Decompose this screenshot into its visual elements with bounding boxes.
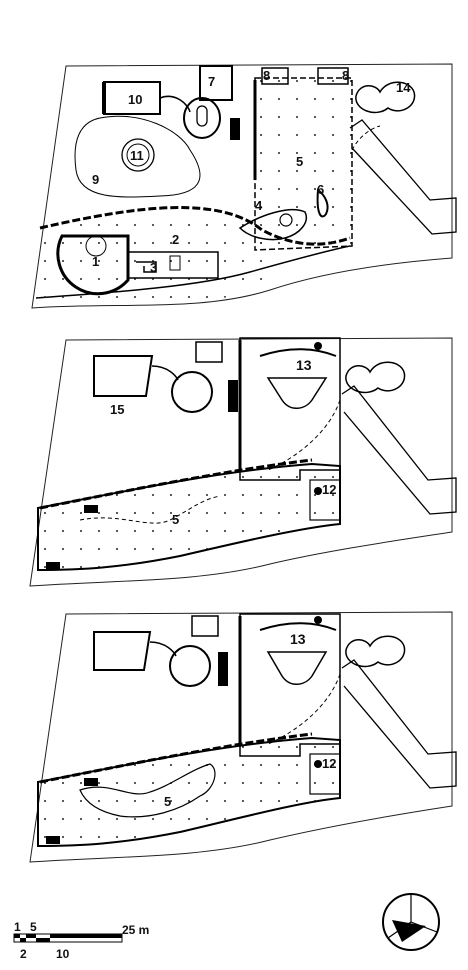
room-label: 14 [396,80,411,95]
plan1-room-4 [238,208,307,241]
room-label: 5 [296,154,303,169]
room-label: 5 [172,512,179,527]
scale-bar: 1 5 2 10 25 m [13,920,149,961]
room-label: 7 [208,74,215,89]
room-label: 4 [255,198,263,213]
plan1-room-1 [56,234,130,296]
plan-3: 5 12 13 [29,611,457,863]
room-label: 5 [164,794,171,809]
room-label: 8 [342,68,349,83]
room-label: 13 [296,357,312,373]
north-arrow-icon [382,893,440,951]
plan3-room-13 [266,651,328,685]
room-label: 8 [263,68,270,83]
room-label: 9 [92,172,99,187]
room-label: 2 [172,232,179,247]
plan1-garden-9 [74,115,201,198]
room-label: 3 [150,260,157,275]
room-label: 12 [322,482,336,497]
plan1-room-14 [355,81,416,114]
site-outline [29,337,453,587]
plan-2: 5 12 13 15 [29,337,457,587]
site-outline [29,611,453,863]
plan3-gallery-5 [37,736,341,848]
room-label: 15 [110,402,124,417]
plan2-gallery-5 [37,462,341,572]
plan1-east-hall [254,77,353,251]
scale-tick: 5 [30,920,37,934]
plan-1: 1 2 3 4 5 6 7 8 8 9 10 11 14 [31,63,457,309]
plan2-room-13 [266,377,328,409]
scale-tick: 1 [14,920,21,934]
room-label: 13 [290,631,306,647]
site-outline [31,63,453,309]
scale-tick: 2 [20,947,27,961]
room-label: 6 [317,182,324,197]
room-label: 12 [322,756,336,771]
room-label: 1 [92,254,99,269]
room-label: 11 [130,148,144,163]
scale-tick: 10 [56,947,70,961]
room-label: 10 [128,92,142,107]
plan2-room-15 [93,355,154,397]
scale-end-label: 25 m [122,923,149,937]
